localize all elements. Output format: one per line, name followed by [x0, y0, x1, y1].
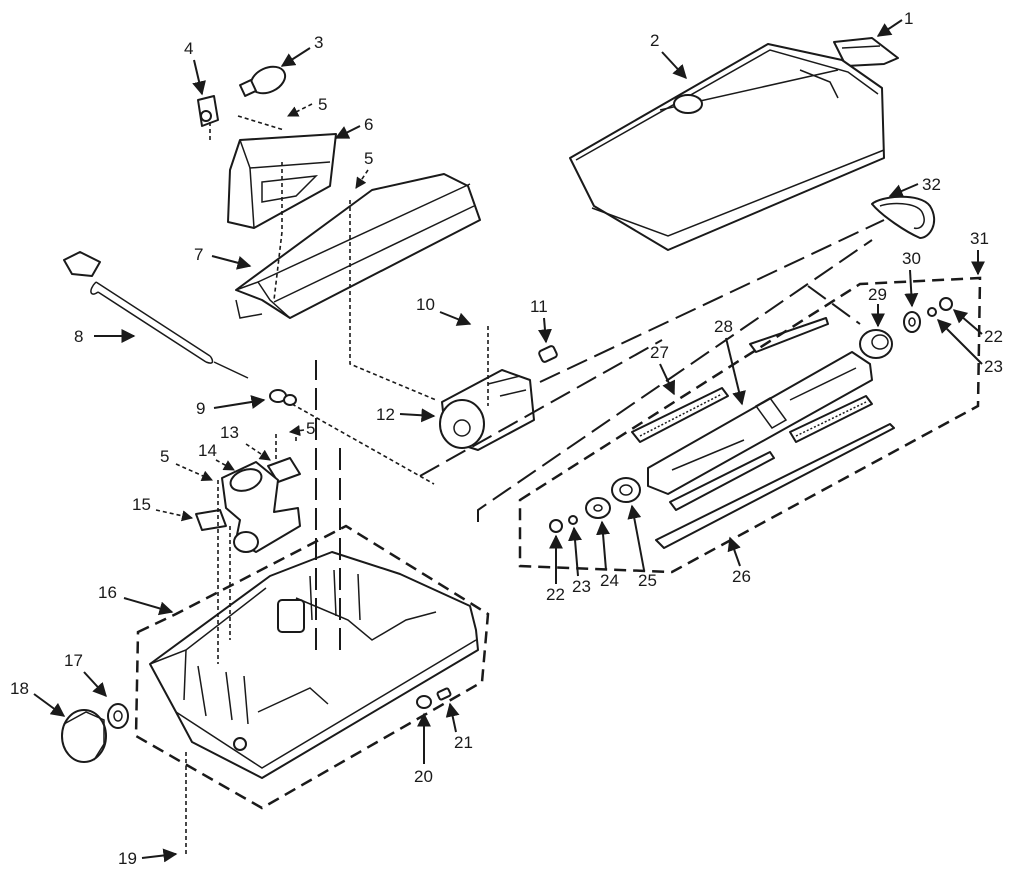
callout-5: 5 — [318, 95, 327, 114]
callout-23-right: 23 — [984, 357, 1003, 376]
part-31-brush-assembly-outline — [518, 276, 982, 574]
callout-19: 19 — [118, 849, 137, 868]
part-6-lamp-housing — [227, 133, 337, 229]
callout-27: 27 — [650, 343, 669, 362]
callout-23-left: 23 — [572, 577, 591, 596]
part-2-hood-cover — [569, 43, 885, 251]
part-11-brush-insert — [538, 345, 558, 363]
callout-1: 1 — [904, 9, 913, 28]
lamp-alignment-line — [209, 115, 437, 401]
callout-20: 20 — [414, 767, 433, 786]
callout-21: 21 — [454, 733, 473, 752]
callout-30: 30 — [902, 249, 921, 268]
callout-18: 18 — [10, 679, 29, 698]
callout-11: 11 — [530, 297, 548, 316]
callout-5b: 5 — [364, 149, 373, 168]
callout-5c: 5 — [306, 419, 315, 438]
part-4-bulb-socket — [197, 95, 219, 127]
callout-8: 8 — [74, 327, 83, 346]
callout-9: 9 — [196, 399, 205, 418]
part-29-roller-cap — [859, 329, 893, 359]
part-24-bearing-left — [585, 497, 611, 519]
callout-26: 26 — [732, 567, 751, 586]
callout-31: 31 — [970, 229, 989, 248]
part-28-brush-roll — [647, 351, 873, 495]
part-7-front-rail — [235, 173, 481, 319]
part-23-washer-right — [927, 307, 937, 317]
callout-29: 29 — [868, 285, 887, 304]
callout-2: 2 — [650, 31, 659, 50]
callout-12: 12 — [376, 405, 395, 424]
base-assembly-outline — [134, 524, 490, 810]
callout-13: 13 — [220, 423, 239, 442]
part-26-guard-strip — [655, 423, 895, 549]
part-3-light-bulb — [239, 65, 287, 97]
callout-16: 16 — [98, 583, 117, 602]
part-9-fitting — [269, 389, 297, 406]
callout-5d: 5 — [160, 447, 169, 466]
callouts: 1 2 3 4 5 6 5 7 8 9 10 11 12 13 5 14 5 — [10, 9, 1003, 868]
callout-17: 17 — [64, 651, 83, 670]
callout-25: 25 — [638, 571, 657, 590]
part-15-clip — [195, 509, 227, 531]
callout-32: 32 — [922, 175, 941, 194]
callout-15: 15 — [132, 495, 151, 514]
part-12-motor — [439, 369, 535, 451]
part-22-nut-right — [939, 297, 953, 311]
callout-22-right: 22 — [984, 327, 1003, 346]
callout-6: 6 — [364, 115, 373, 134]
callout-24: 24 — [600, 571, 619, 590]
callout-3: 3 — [314, 33, 323, 52]
part-20-spacer — [416, 695, 432, 709]
part-23-washer-left — [568, 515, 578, 525]
part-17-washer — [107, 703, 129, 729]
part-8-power-cord — [63, 251, 249, 379]
callout-28: 28 — [714, 317, 733, 336]
callout-10: 10 — [416, 295, 435, 314]
part-27-brush-strips — [631, 317, 873, 511]
part-25-end-cap-left — [611, 477, 641, 503]
callout-14: 14 — [198, 441, 217, 460]
part-22-nut-left — [549, 519, 563, 533]
part-32-drive-belt — [871, 195, 936, 239]
screw-line-15 — [217, 480, 231, 664]
cover-alignment-line — [315, 339, 663, 650]
part-18-wheel — [61, 709, 107, 763]
callout-22-left: 22 — [546, 585, 565, 604]
cord-alignment-line — [291, 403, 435, 485]
part-14-elbow-nozzle — [221, 461, 301, 553]
part-16-base-housing — [149, 551, 479, 779]
callout-4: 4 — [184, 39, 193, 58]
part-30-bearing-right — [903, 311, 921, 333]
belt-path-line — [477, 219, 885, 522]
callout-7: 7 — [194, 245, 203, 264]
part-21-pin — [436, 687, 452, 701]
